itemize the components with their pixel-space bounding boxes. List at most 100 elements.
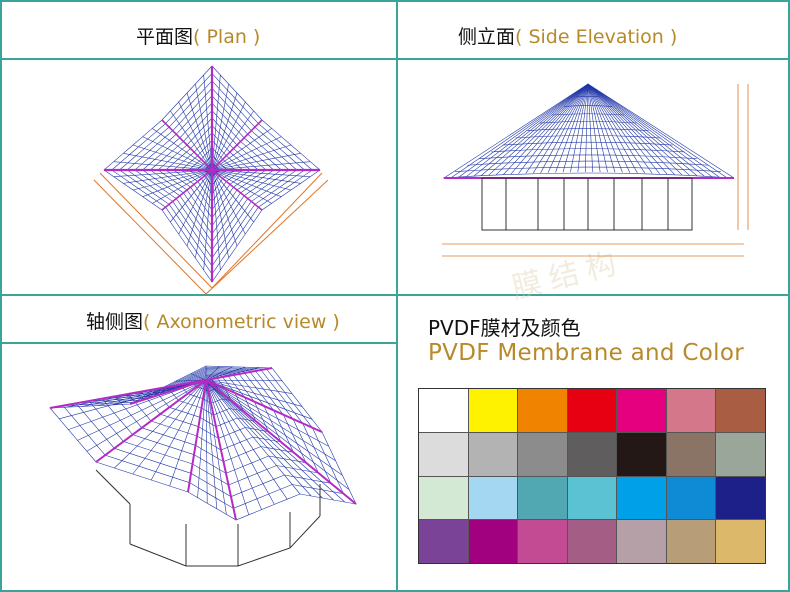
plan-title-en: ( Plan ) xyxy=(193,26,261,48)
side-mesh-line xyxy=(466,83,589,177)
side-title-en: ( Side Elevation ) xyxy=(515,26,678,48)
axonometric-drawing xyxy=(49,365,357,567)
color-swatch xyxy=(617,476,666,520)
pvdf-subtitle: PVDF Membrane and Color xyxy=(428,340,744,366)
axo-title-zh: 轴侧图 xyxy=(86,311,144,333)
side-mesh-line xyxy=(518,83,589,174)
side-mesh-ring xyxy=(539,121,637,124)
axo-base-walls xyxy=(95,469,321,567)
color-swatch-grid xyxy=(418,388,766,564)
color-swatch xyxy=(518,520,567,563)
side-mesh-line xyxy=(555,83,589,173)
side-mesh-line xyxy=(570,83,589,173)
axo-steel-arm xyxy=(205,379,323,433)
side-mesh-ring xyxy=(563,105,613,107)
side-mesh-line xyxy=(587,83,712,177)
side-mesh-line xyxy=(587,83,727,178)
side-mesh-line xyxy=(587,83,660,174)
color-swatch xyxy=(468,520,518,563)
axo-header-divider xyxy=(0,342,396,344)
side-mesh-line xyxy=(587,83,638,173)
color-swatch xyxy=(567,476,617,520)
side-mesh-line xyxy=(587,83,623,173)
color-swatch xyxy=(666,476,716,520)
color-swatch xyxy=(468,432,518,476)
side-mesh-ring xyxy=(479,154,697,159)
side-membrane-mesh xyxy=(442,83,735,179)
color-swatch xyxy=(617,520,666,563)
side-mesh-line xyxy=(587,83,653,174)
side-mesh-line xyxy=(587,83,705,177)
side-mesh-line xyxy=(540,83,589,173)
axo-steel-arm xyxy=(49,379,207,409)
color-swatch xyxy=(419,432,468,476)
color-swatch xyxy=(666,432,716,476)
side-mesh-ring xyxy=(442,172,734,179)
side-mesh-ring xyxy=(527,128,649,131)
side-mesh-ring xyxy=(551,113,625,116)
side-mesh-line xyxy=(547,83,589,173)
axo-title: 轴侧图( Axonometric view ) xyxy=(86,307,340,334)
side-mesh-line xyxy=(488,83,589,176)
side-mesh-line xyxy=(458,83,589,178)
color-swatch xyxy=(567,389,617,432)
plan-steel-arm xyxy=(161,169,213,211)
color-swatch xyxy=(617,432,666,476)
side-mesh-line xyxy=(480,83,589,176)
axo-steel-arm xyxy=(205,379,357,505)
vertical-divider xyxy=(396,0,398,592)
side-mesh-line xyxy=(587,83,631,173)
side-elevation-drawing xyxy=(442,83,749,257)
side-mesh-line xyxy=(587,83,608,173)
side-mesh-line xyxy=(587,83,720,178)
plan-steel-arm xyxy=(211,119,263,171)
side-mesh-line xyxy=(587,83,675,175)
axo-steel-arm xyxy=(205,379,237,521)
side-mesh-line xyxy=(503,83,589,175)
side-mesh-line xyxy=(587,83,690,176)
side-mesh-line xyxy=(584,83,589,173)
axo-steel-arm xyxy=(205,367,273,381)
side-mesh-line xyxy=(587,83,698,176)
color-swatch xyxy=(567,520,617,563)
color-swatch xyxy=(567,432,617,476)
side-mesh-line xyxy=(577,83,589,173)
side-title: 侧立面( Side Elevation ) xyxy=(458,22,677,49)
side-dimension-lines xyxy=(442,84,749,257)
side-mesh-line xyxy=(510,83,589,175)
pvdf-title: PVDF膜材及颜色 xyxy=(428,316,581,340)
side-mesh-line xyxy=(587,83,668,175)
color-swatch xyxy=(666,389,716,432)
plan-title-zh: 平面图 xyxy=(136,26,194,48)
plan-steel-arm xyxy=(211,169,263,211)
side-mesh-line xyxy=(525,83,589,174)
color-swatch xyxy=(419,520,468,563)
color-swatch xyxy=(617,389,666,432)
axo-steel-arm xyxy=(129,379,207,405)
side-mesh-line xyxy=(451,83,589,178)
side-mesh-line xyxy=(587,83,683,176)
color-swatch xyxy=(716,432,765,476)
side-mesh-ring xyxy=(455,166,721,172)
color-swatch xyxy=(468,389,518,432)
side-mesh-line xyxy=(587,83,646,174)
header-divider xyxy=(0,58,790,60)
side-title-zh: 侧立面 xyxy=(458,26,516,48)
color-swatch xyxy=(716,520,765,563)
plan-dimension-lines xyxy=(93,172,329,295)
color-swatch xyxy=(716,476,765,520)
side-mesh-line xyxy=(587,83,616,173)
axo-membrane-mesh xyxy=(49,365,357,521)
side-mesh-line xyxy=(587,83,601,173)
side-mesh-line xyxy=(587,83,735,179)
side-mesh-line xyxy=(443,83,589,179)
axo-steel-arm xyxy=(95,379,207,463)
color-swatch xyxy=(419,389,468,432)
side-mesh-ring xyxy=(515,135,661,139)
plan-title: 平面图( Plan ) xyxy=(136,22,260,49)
axo-steel-arm xyxy=(187,379,207,493)
color-swatch xyxy=(518,389,567,432)
color-swatch xyxy=(518,476,567,520)
plan-steel-arm xyxy=(161,119,213,171)
